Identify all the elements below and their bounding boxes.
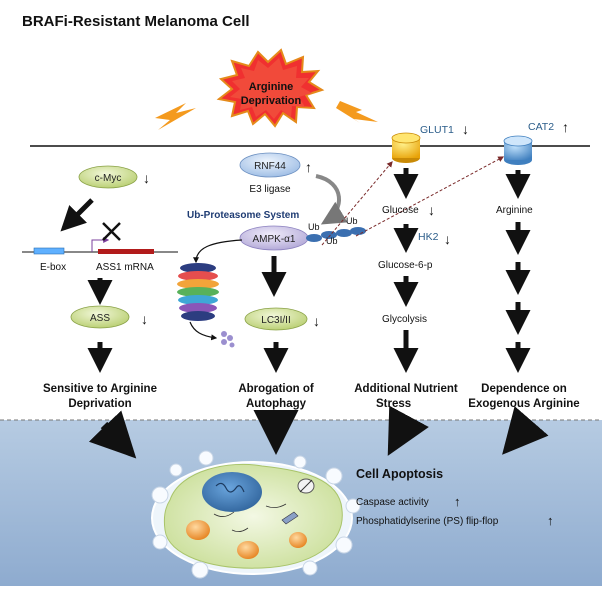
ub-label-3: Ub [346,216,358,226]
lc3-oval [244,307,308,331]
outcome-nutrient-line2: Stress [376,398,411,410]
glucose-label: Glucose [382,205,419,216]
apoptosis-line2: Phosphatidylserine (PS) flip-flop [356,516,499,527]
g6p-label: Glucose-6-p [378,260,433,271]
outcome-sensitive-line2: Deprivation [68,398,131,410]
nutrient-to-apoptosis-arrow [387,405,429,456]
ass-down-arrow: ↓ [141,311,148,327]
peptide-fragments-icon [221,331,235,348]
apoptotic-cell-illustration [151,450,361,579]
ampk-to-proteasome-arrow [193,239,243,264]
mitochondrion-2 [237,541,259,559]
cat2-label: CAT2 [528,121,554,133]
hk2-down-arrow: ↓ [444,231,451,247]
lightning-bolt-right-icon [336,101,378,123]
proteasome-icon [177,263,219,321]
sensitive-to-cell-arrow [88,410,137,459]
ass1-gene [22,222,178,255]
ampk-to-glut1-arrow [321,161,393,246]
rnf44-ubiquitination-arrow [315,174,348,225]
ebox-label: E-box [40,262,66,273]
rnf44-label: RNF44 [254,161,286,172]
outcome-dependence-line1: Dependence on [481,383,567,395]
ub-label-2: Ub [326,236,338,246]
apoptosis-line1: Caspase activity [356,497,429,508]
ampk-to-cat2-arrow [355,156,505,237]
cmyc-to-ebox-arrow [60,198,94,232]
arginine-deprivation-burst: Arginine Deprivation [216,48,325,128]
lc3-down-arrow: ↓ [313,313,320,329]
hk2-label: HK2 [418,231,439,243]
mitochondrion-1 [186,520,210,540]
outcome-autophagy-line1: Abrogation of [238,383,314,395]
glut1-down-arrow: ↓ [462,121,469,137]
glut1-transporter [391,132,421,163]
inhibition-cross-icon [102,222,121,241]
cat2-up-arrow: ↑ [562,119,569,135]
arginine-label: Arginine [496,205,533,216]
outcome-autophagy-line2: Autophagy [246,398,307,410]
cmyc-label: c-Myc [95,173,122,184]
page-title: BRAFi-Resistant Melanoma Cell [22,13,250,30]
ass1-exon [98,249,154,254]
outcome-sensitive-line1: Sensitive to Arginine [43,383,157,395]
apoptosis-line2-arrow: ↑ [547,513,554,528]
apoptosis-line1-arrow: ↑ [454,494,461,509]
ups-label: Ub-Proteasome System [187,210,299,221]
rnf44-sublabel: E3 ligase [249,184,291,195]
ub-label-1: Ub [308,222,320,232]
ass1-mrna-label: ASS1 mRNA [96,262,154,273]
glycolysis-label: Glycolysis [382,314,427,325]
mitochondrion-3 [289,532,307,548]
outcome-nutrient-line1: Additional Nutrient [354,383,458,395]
burst-label-line2: Deprivation [241,95,302,107]
cmyc-oval [78,165,138,189]
transcription-start-arrow [91,237,110,252]
glut1-label: GLUT1 [420,124,454,136]
outcome-dependence-line2: Exogenous Arginine [468,398,579,410]
cat2-transporter [503,135,533,165]
proteasome-degradation-arrow [189,321,218,341]
dependence-to-apoptosis-arrow [502,406,549,455]
lc3-label: LC3I/II [261,315,290,326]
rnf44-up-arrow: ↑ [305,159,312,175]
lightning-bolt-left-icon [155,103,196,130]
glucose-down-arrow: ↓ [428,202,435,218]
ampk-label: AMPK-α1 [252,234,295,245]
burst-label-line1: Arginine [249,81,294,93]
ass-oval [70,305,130,329]
apoptosis-title: Cell Apoptosis [356,467,443,481]
ebox-box [33,247,65,255]
rnf44-oval [239,152,301,178]
cmyc-down-arrow: ↓ [143,170,150,186]
ass-label: ASS [90,313,110,324]
